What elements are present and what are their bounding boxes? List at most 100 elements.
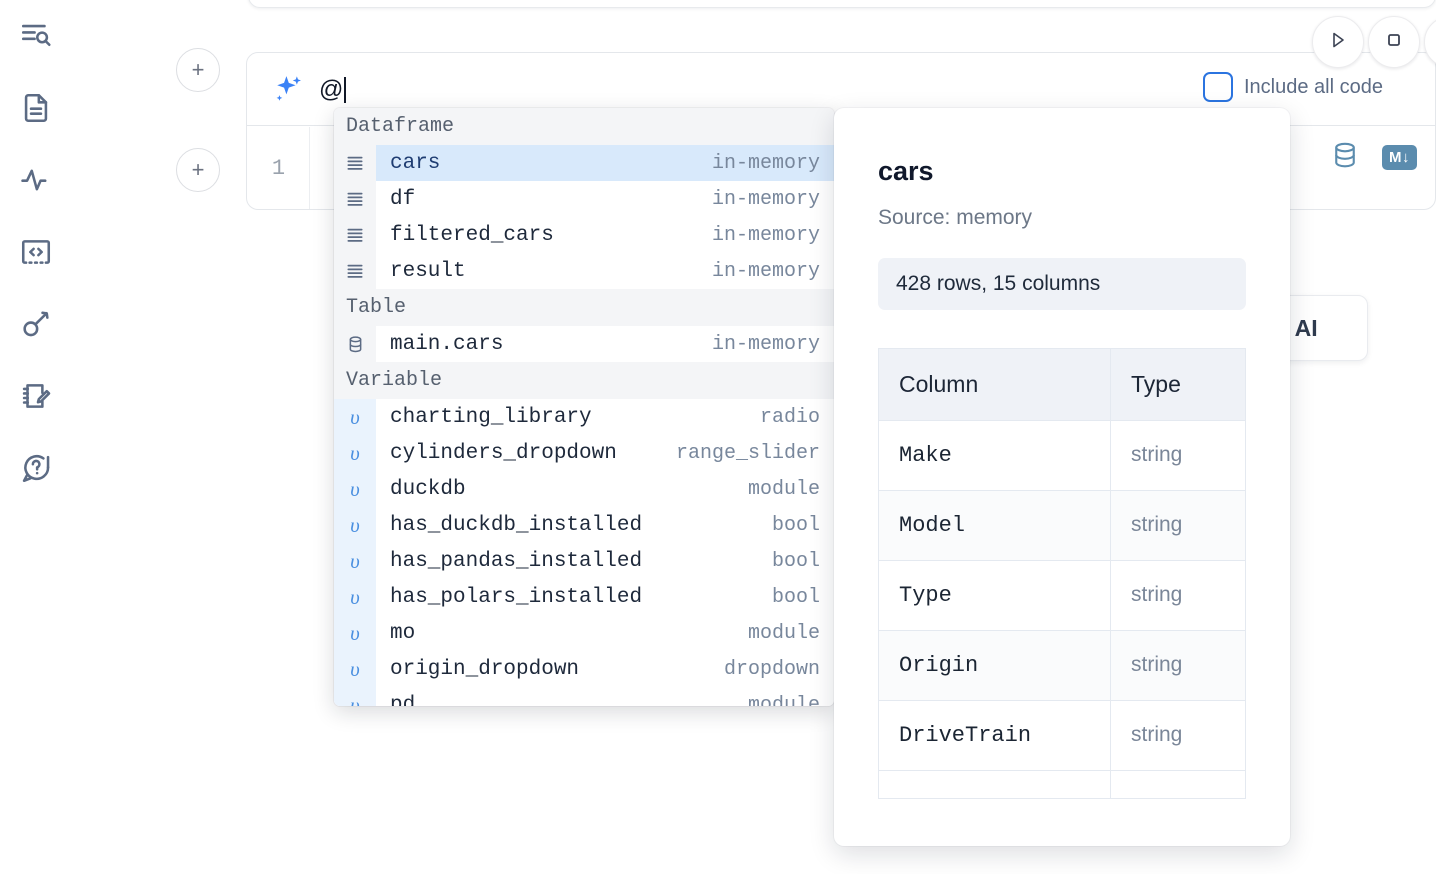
ai-prompt-input[interactable]: @ bbox=[319, 53, 1179, 127]
schema-column-name: Origin bbox=[879, 631, 1111, 700]
stop-button[interactable] bbox=[1368, 16, 1420, 68]
autocomplete-item-name: main.cars bbox=[390, 332, 504, 356]
schema-column-type: string bbox=[1131, 653, 1183, 676]
schema-column-name: DriveTrain bbox=[879, 701, 1111, 770]
table-rows-icon bbox=[334, 181, 376, 217]
autocomplete-item[interactable]: υ has_pandas_installed bool bbox=[334, 543, 834, 579]
sidebar-item-snippets[interactable] bbox=[12, 228, 60, 276]
table-row: Origin string bbox=[878, 631, 1246, 701]
autocomplete-item-type: module bbox=[747, 621, 820, 645]
variable-icon: υ bbox=[334, 471, 376, 507]
autocomplete-item-type: bool bbox=[771, 585, 820, 609]
autocomplete-item[interactable]: υ has_duckdb_installed bool bbox=[334, 507, 834, 543]
autocomplete-item-name: charting_library bbox=[390, 405, 592, 429]
autocomplete-item-name: has_pandas_installed bbox=[390, 549, 643, 573]
sidebar-item-scratchpad[interactable] bbox=[12, 372, 60, 420]
autocomplete-item-type: bool bbox=[771, 549, 820, 573]
add-cell-button-top[interactable]: + bbox=[176, 48, 220, 92]
sidebar-rail bbox=[0, 0, 72, 874]
markdown-badge[interactable]: M↓ bbox=[1382, 145, 1417, 170]
autocomplete-item-type: bool bbox=[771, 513, 820, 537]
add-cell-button-bottom[interactable]: + bbox=[176, 148, 220, 192]
autocomplete-item-name: origin_dropdown bbox=[390, 657, 580, 681]
notebook-pencil-icon bbox=[19, 379, 53, 413]
database-icon bbox=[334, 326, 376, 362]
schema-column-type: string bbox=[1131, 583, 1183, 606]
text-caret bbox=[344, 77, 347, 103]
plus-icon: + bbox=[191, 157, 205, 182]
sidebar-item-help[interactable] bbox=[12, 444, 60, 492]
column-header-type: Type bbox=[1131, 371, 1181, 397]
sidebar-item-files[interactable] bbox=[12, 84, 60, 132]
table-rows-icon bbox=[334, 253, 376, 289]
details-shape-badge: 428 rows, 15 columns bbox=[878, 258, 1246, 310]
sidebar-item-explore-notebook[interactable] bbox=[12, 12, 60, 60]
schema-column-type: string bbox=[1131, 513, 1183, 536]
include-all-code-control[interactable]: Include all code bbox=[1203, 72, 1383, 102]
table-rows-icon bbox=[334, 217, 376, 253]
autocomplete-group-label: Variable bbox=[334, 362, 834, 399]
plus-icon: + bbox=[191, 57, 205, 82]
key-icon bbox=[19, 307, 53, 341]
previous-cell-card bbox=[248, 0, 1436, 8]
cell-toolbar: M↓ bbox=[1330, 140, 1417, 175]
autocomplete-item-type: range_slider bbox=[675, 441, 820, 465]
autocomplete-item-type: module bbox=[747, 693, 820, 707]
include-all-code-label: Include all code bbox=[1244, 75, 1383, 98]
autocomplete-item-type: in-memory bbox=[711, 223, 820, 247]
autocomplete-item-name: pd bbox=[390, 693, 416, 707]
autocomplete-item-type: in-memory bbox=[711, 187, 820, 211]
list-search-icon bbox=[19, 19, 53, 53]
dataframe-details-panel: cars Source: memory 428 rows, 15 columns… bbox=[834, 108, 1290, 846]
autocomplete-item-name: filtered_cars bbox=[390, 223, 554, 247]
sidebar-item-secrets[interactable] bbox=[12, 300, 60, 348]
autocomplete-item[interactable]: main.cars in-memory bbox=[334, 326, 834, 362]
sidebar-item-activity[interactable] bbox=[12, 156, 60, 204]
code-brackets-icon bbox=[19, 235, 53, 269]
autocomplete-group-label: Dataframe bbox=[334, 108, 834, 145]
database-icon[interactable] bbox=[1330, 140, 1360, 175]
variable-icon: υ bbox=[334, 543, 376, 579]
autocomplete-group-label: Table bbox=[334, 289, 834, 326]
variable-icon: υ bbox=[334, 435, 376, 471]
autocomplete-item[interactable]: filtered_cars in-memory bbox=[334, 217, 834, 253]
variable-icon: υ bbox=[334, 615, 376, 651]
ai-prompt-value: @ bbox=[319, 76, 344, 103]
details-source: Source: memory bbox=[878, 206, 1033, 229]
details-title: cars bbox=[878, 156, 934, 186]
document-icon bbox=[19, 91, 53, 125]
variable-icon: υ bbox=[334, 507, 376, 543]
line-number: 1 bbox=[248, 127, 310, 209]
run-button[interactable] bbox=[1312, 16, 1364, 68]
variable-icon: υ bbox=[334, 651, 376, 687]
table-row: Make string bbox=[878, 421, 1246, 491]
schema-column-name: Make bbox=[879, 421, 1111, 490]
variable-icon: υ bbox=[334, 579, 376, 615]
table-row: Type string bbox=[878, 561, 1246, 631]
schema-column-type: string bbox=[1131, 723, 1183, 746]
variable-icon: υ bbox=[334, 687, 376, 706]
schema-column-type: string bbox=[1131, 443, 1183, 466]
schema-column-name: Type bbox=[879, 561, 1111, 630]
autocomplete-item-name: cars bbox=[390, 151, 441, 175]
autocomplete-item-type: in-memory bbox=[711, 259, 820, 283]
autocomplete-item-name: has_duckdb_installed bbox=[390, 513, 643, 537]
include-all-code-checkbox[interactable] bbox=[1203, 72, 1233, 102]
play-icon bbox=[1326, 28, 1350, 57]
autocomplete-item-type: in-memory bbox=[711, 332, 820, 356]
